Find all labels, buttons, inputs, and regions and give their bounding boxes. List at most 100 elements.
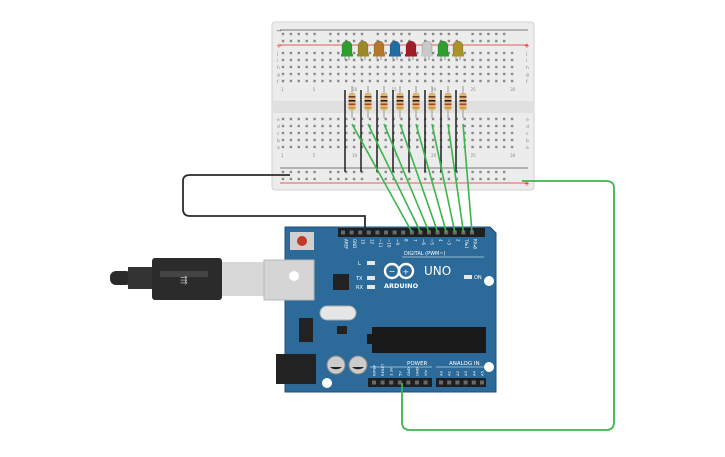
resistor[interactable]	[364, 86, 372, 118]
rail-hole[interactable]	[447, 170, 451, 174]
rail-hole[interactable]	[337, 39, 340, 43]
breadboard-hole[interactable]	[352, 65, 356, 69]
breadboard-hole[interactable]	[305, 58, 308, 62]
breadboard-hole[interactable]	[289, 58, 293, 62]
rail-hole[interactable]	[352, 170, 356, 174]
breadboard-hole[interactable]	[352, 58, 356, 62]
rail-hole[interactable]	[360, 39, 364, 43]
analog-pin[interactable]	[480, 380, 484, 385]
rail-hole[interactable]	[431, 39, 435, 43]
rail-hole[interactable]	[503, 177, 506, 181]
breadboard-hole[interactable]	[510, 131, 514, 135]
rail-hole[interactable]	[360, 32, 364, 36]
breadboard-hole[interactable]	[439, 79, 443, 83]
analog-pin[interactable]	[447, 380, 452, 385]
breadboard-hole[interactable]	[384, 58, 387, 62]
breadboard-hole[interactable]	[400, 58, 403, 62]
breadboard-hole[interactable]	[439, 72, 443, 76]
breadboard-hole[interactable]	[487, 131, 490, 135]
signal-wire[interactable]	[415, 123, 447, 233]
breadboard-hole[interactable]	[479, 51, 482, 55]
rail-hole[interactable]	[408, 39, 411, 43]
breadboard-hole[interactable]	[503, 65, 506, 69]
header-pin[interactable]	[444, 230, 449, 235]
power-pin[interactable]	[380, 380, 385, 385]
breadboard-hole[interactable]	[479, 138, 482, 142]
breadboard-hole[interactable]	[487, 58, 490, 62]
breadboard-hole[interactable]	[337, 58, 340, 62]
header-pin[interactable]	[375, 230, 380, 235]
breadboard-hole[interactable]	[510, 124, 514, 128]
breadboard-hole[interactable]	[495, 58, 498, 62]
breadboard-hole[interactable]	[510, 145, 514, 149]
breadboard-hole[interactable]	[471, 131, 474, 135]
breadboard-hole[interactable]	[297, 138, 300, 142]
breadboard-hole[interactable]	[281, 145, 285, 149]
rail-hole[interactable]	[313, 170, 316, 174]
header-pin[interactable]	[461, 230, 466, 235]
breadboard-hole[interactable]	[337, 51, 340, 55]
rail-hole[interactable]	[289, 177, 293, 181]
resistor[interactable]	[348, 86, 356, 118]
rail-hole[interactable]	[352, 39, 356, 43]
led-white[interactable]	[421, 40, 433, 60]
rail-hole[interactable]	[305, 170, 308, 174]
breadboard-hole[interactable]	[368, 131, 372, 135]
rail-hole[interactable]	[479, 177, 482, 181]
rail-hole[interactable]	[337, 32, 340, 36]
breadboard-hole[interactable]	[416, 65, 419, 69]
breadboard-hole[interactable]	[503, 124, 506, 128]
led-green[interactable]	[341, 40, 353, 60]
breadboard-hole[interactable]	[352, 138, 356, 142]
signal-wire[interactable]	[351, 123, 413, 233]
led-blue[interactable]	[389, 40, 401, 60]
breadboard-hole[interactable]	[479, 72, 482, 76]
breadboard-hole[interactable]	[297, 65, 300, 69]
breadboard-hole[interactable]	[313, 65, 316, 69]
rail-hole[interactable]	[408, 32, 411, 36]
breadboard-hole[interactable]	[305, 145, 308, 149]
breadboard-hole[interactable]	[424, 65, 427, 69]
breadboard-hole[interactable]	[352, 72, 356, 76]
breadboard-hole[interactable]	[400, 51, 403, 55]
power-pin[interactable]	[372, 380, 376, 385]
breadboard-hole[interactable]	[313, 131, 316, 135]
breadboard-hole[interactable]	[305, 117, 308, 121]
breadboard-hole[interactable]	[471, 138, 474, 142]
breadboard-hole[interactable]	[376, 79, 379, 83]
breadboard-hole[interactable]	[392, 79, 395, 83]
rail-hole[interactable]	[360, 170, 364, 174]
breadboard-hole[interactable]	[463, 131, 466, 135]
breadboard-hole[interactable]	[281, 79, 285, 83]
rail-hole[interactable]	[447, 39, 451, 43]
header-pin[interactable]	[470, 230, 474, 235]
breadboard-hole[interactable]	[487, 145, 490, 149]
breadboard-hole[interactable]	[447, 65, 451, 69]
breadboard-hole[interactable]	[289, 65, 293, 69]
breadboard-hole[interactable]	[503, 131, 506, 135]
rail-hole[interactable]	[313, 177, 316, 181]
header-pin[interactable]	[418, 230, 423, 235]
header-pin[interactable]	[427, 230, 431, 235]
rail-hole[interactable]	[281, 32, 285, 36]
breadboard-hole[interactable]	[495, 117, 498, 121]
rail-hole[interactable]	[281, 177, 285, 181]
breadboard-hole[interactable]	[281, 131, 285, 135]
breadboard-hole[interactable]	[416, 51, 419, 55]
breadboard-hole[interactable]	[313, 124, 316, 128]
breadboard-hole[interactable]	[400, 79, 403, 83]
breadboard-hole[interactable]	[305, 131, 308, 135]
breadboard-hole[interactable]	[345, 124, 348, 128]
rail-hole[interactable]	[345, 170, 348, 174]
breadboard-hole[interactable]	[329, 117, 332, 121]
breadboard-hole[interactable]	[368, 65, 372, 69]
breadboard-hole[interactable]	[495, 79, 498, 83]
breadboard-hole[interactable]	[439, 65, 443, 69]
breadboard-hole[interactable]	[431, 138, 435, 142]
rail-hole[interactable]	[313, 32, 316, 36]
breadboard-hole[interactable]	[337, 79, 340, 83]
breadboard-hole[interactable]	[447, 79, 451, 83]
rail-hole[interactable]	[487, 177, 490, 181]
breadboard-hole[interactable]	[329, 138, 332, 142]
